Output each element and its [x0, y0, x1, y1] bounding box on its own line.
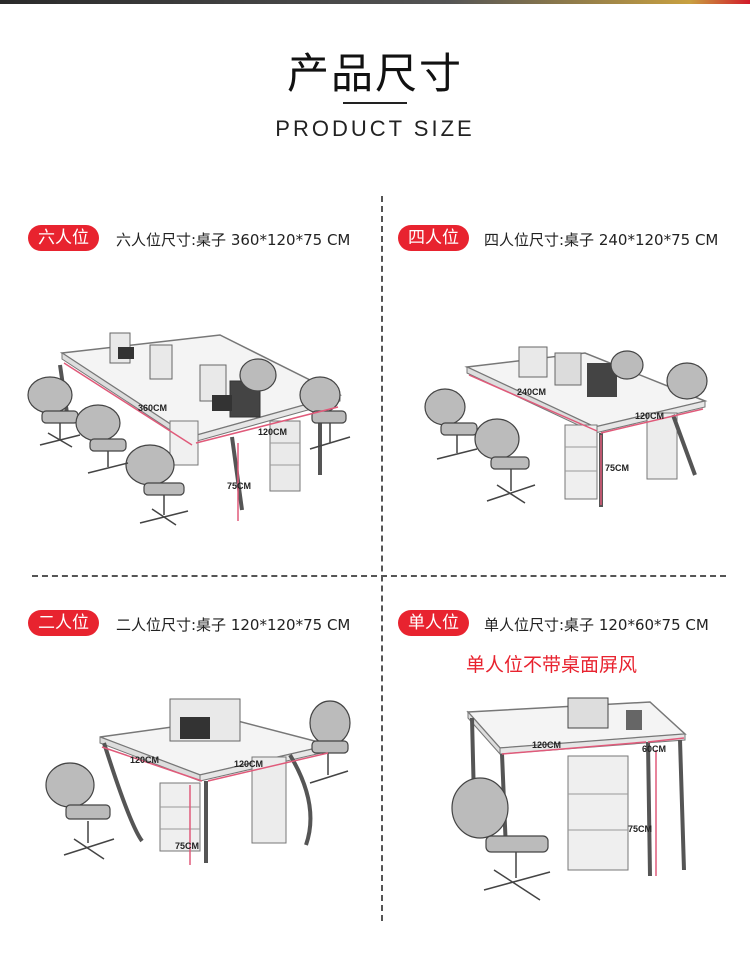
- four-seat-badge: 四人位: [398, 225, 469, 251]
- four-seat-height-label: 75CM: [605, 463, 629, 473]
- two-seat-length-label: 120CM: [130, 755, 159, 765]
- four-seat-depth-label: 120CM: [635, 411, 664, 421]
- title-divider: [343, 102, 407, 104]
- single-seat-badge: 单人位: [398, 610, 469, 636]
- top-decor-bar: [0, 0, 750, 4]
- six-seat-length-label: 360CM: [138, 403, 167, 413]
- single-seat-desk-illustration: 120CM 60CM 75CM: [451, 697, 687, 901]
- six-seat-spec: 六人位尺寸:桌子 360*120*75 CM: [116, 231, 351, 249]
- six-seat-depth-label: 120CM: [258, 427, 287, 437]
- two-seat-depth-label: 120CM: [234, 759, 263, 769]
- four-seat-desk-illustration: 240CM 120CM 75CM: [424, 346, 708, 507]
- horizontal-divider: [32, 575, 726, 577]
- two-seat-height-label: 75CM: [175, 841, 199, 851]
- six-seat-desk-illustration: 360CM 120CM 75CM: [27, 332, 351, 526]
- single-seat-note: 单人位不带桌面屏风: [466, 654, 638, 676]
- single-seat-spec: 单人位尺寸:桌子 120*60*75 CM: [484, 616, 709, 634]
- four-seat-length-label: 240CM: [517, 387, 546, 397]
- section-subtitle: PRODUCT SIZE: [275, 116, 475, 141]
- section-title: 产品尺寸: [286, 49, 463, 98]
- single-seat-depth-label: 60CM: [642, 744, 666, 754]
- single-seat-length-label: 120CM: [532, 740, 561, 750]
- two-seat-badge: 二人位: [28, 610, 99, 636]
- six-seat-badge: 六人位: [28, 225, 99, 251]
- vertical-divider: [381, 196, 383, 921]
- single-seat-height-label: 75CM: [628, 824, 652, 834]
- four-seat-spec: 四人位尺寸:桌子 240*120*75 CM: [484, 231, 719, 249]
- six-seat-height-label: 75CM: [227, 481, 251, 491]
- two-seat-spec: 二人位尺寸:桌子 120*120*75 CM: [116, 616, 351, 634]
- two-seat-desk-illustration: 120CM 120CM 75CM: [45, 698, 351, 865]
